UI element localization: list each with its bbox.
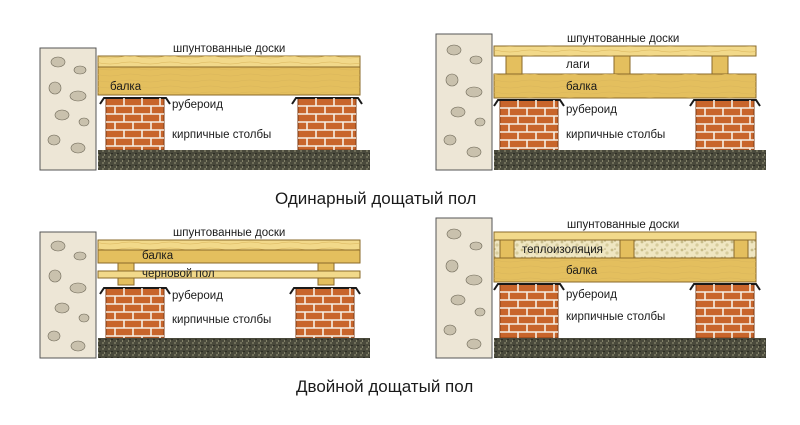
wall-stones [443,44,486,158]
stone-wall [435,33,493,171]
label-pillars: кирпичные столбы [566,129,665,141]
label-beam: балка [566,265,598,277]
beam [97,249,361,264]
stone-wall [39,231,97,359]
label-roofing: рубероид [172,99,223,111]
label-boards: шпунтованные доски [567,219,679,231]
ground [494,338,766,358]
label-beam: балка [110,81,142,93]
ground [98,338,370,358]
label-pillars: кирпичные столбы [172,314,271,326]
label-roofing: рубероид [566,289,617,301]
ground [494,150,766,170]
stone-wall [435,217,493,359]
wall-stones [443,228,486,350]
label-boards: шпунтованные доски [567,33,679,45]
wall-stones [47,240,90,352]
label-beam: балка [566,81,598,93]
insulation-posts [499,239,749,259]
boards [493,231,757,241]
label-subfloor: черновой пол [142,268,215,280]
label-roofing: рубероид [566,104,617,116]
label-joists: лаги [566,59,590,71]
wall-stones [47,56,90,154]
stone-wall [39,47,97,171]
roofing-strips [99,97,761,295]
ground [98,150,370,170]
panel-double-2: шпунтованные доски теплоизоляция балка р… [435,217,766,359]
label-insulation: теплоизоляция [522,244,603,256]
label-roofing: рубероид [172,290,223,302]
label-pillars: кирпичные столбы [566,311,665,323]
caption-single-floor: Одинарный дощатый пол [275,189,476,208]
label-boards: шпунтованные доски [173,227,285,239]
joists [505,55,729,75]
brick-courses [106,98,754,338]
panel-double-1: шпунтованные доски балка черновой пол ру… [39,227,370,359]
panel-single-2: шпунтованные доски лаги балка рубероид к… [435,33,766,171]
caption-double-floor: Двойной дощатый пол [296,377,473,396]
subfloor [97,270,361,279]
label-beam: балка [142,250,174,262]
label-boards: шпунтованные доски [173,43,285,55]
label-pillars: кирпичные столбы [172,129,271,141]
